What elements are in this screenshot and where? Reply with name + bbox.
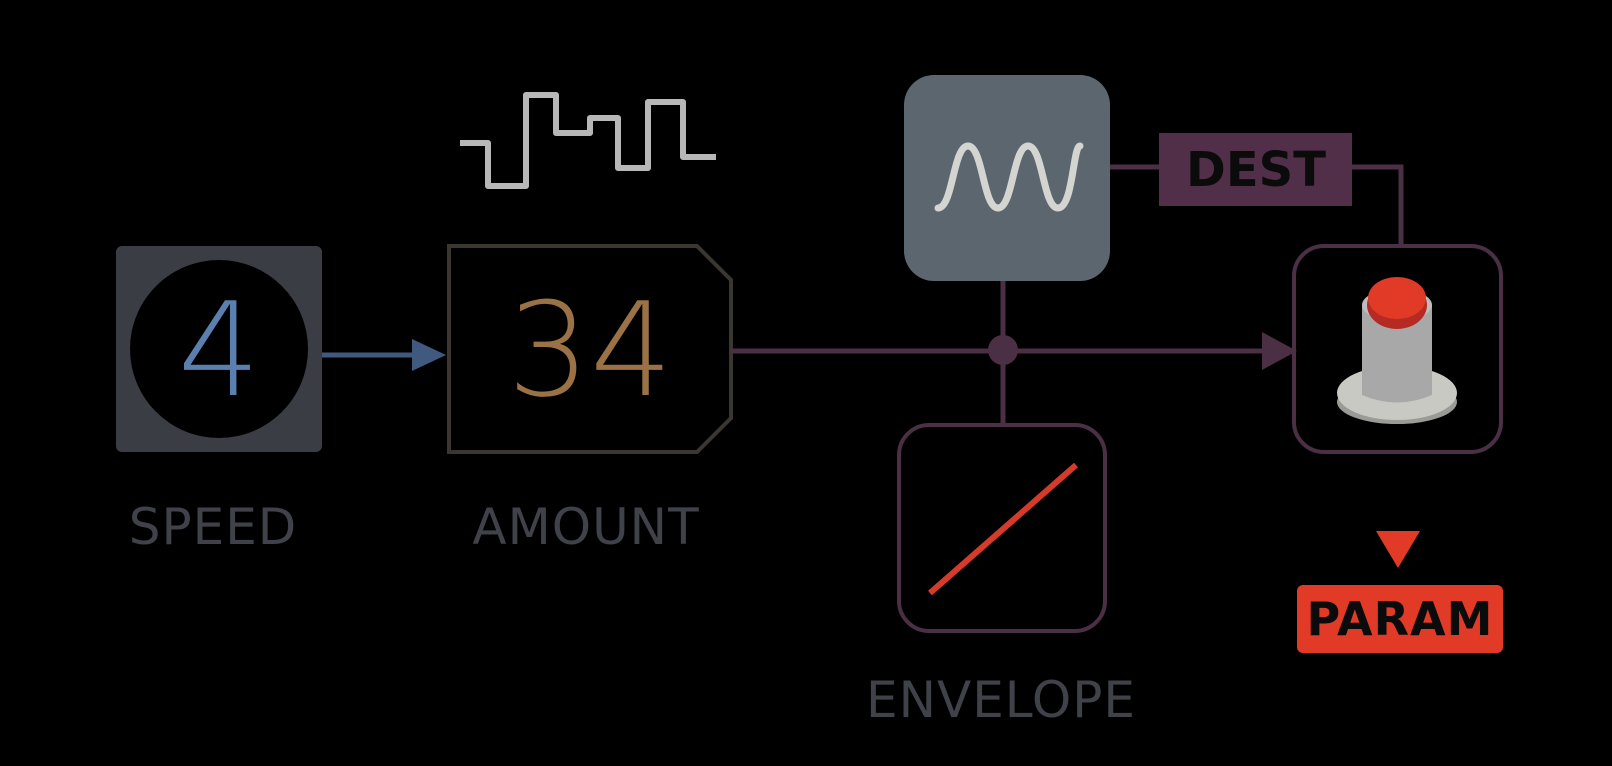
param-box[interactable]: PARAM (1297, 585, 1503, 653)
amount-label: AMOUNT (472, 498, 700, 556)
sine-wave-icon (934, 142, 1084, 212)
patch-lines (731, 164, 1404, 425)
amount-value: 34 (507, 274, 672, 426)
junction-dot (988, 335, 1018, 365)
dest-label: DEST (1186, 142, 1326, 198)
dest-box[interactable]: DEST (1159, 133, 1352, 206)
speed-label: SPEED (128, 498, 298, 556)
speed-node[interactable]: 4 (116, 246, 322, 452)
knob-node[interactable] (1292, 244, 1503, 454)
ramp-line-icon (928, 462, 1078, 596)
speed-value: 4 (178, 274, 261, 426)
amount-node[interactable]: 34 (447, 244, 733, 454)
envelope-node[interactable] (897, 423, 1107, 633)
lfo-node[interactable] (904, 75, 1110, 281)
param-label: PARAM (1306, 592, 1494, 646)
param-pointer-icon (1376, 531, 1420, 568)
envelope-label: ENVELOPE (866, 671, 1136, 729)
speed-to-amount-arrow (322, 339, 446, 371)
square-wave-icon (460, 92, 716, 189)
knob-icon (1337, 277, 1457, 424)
